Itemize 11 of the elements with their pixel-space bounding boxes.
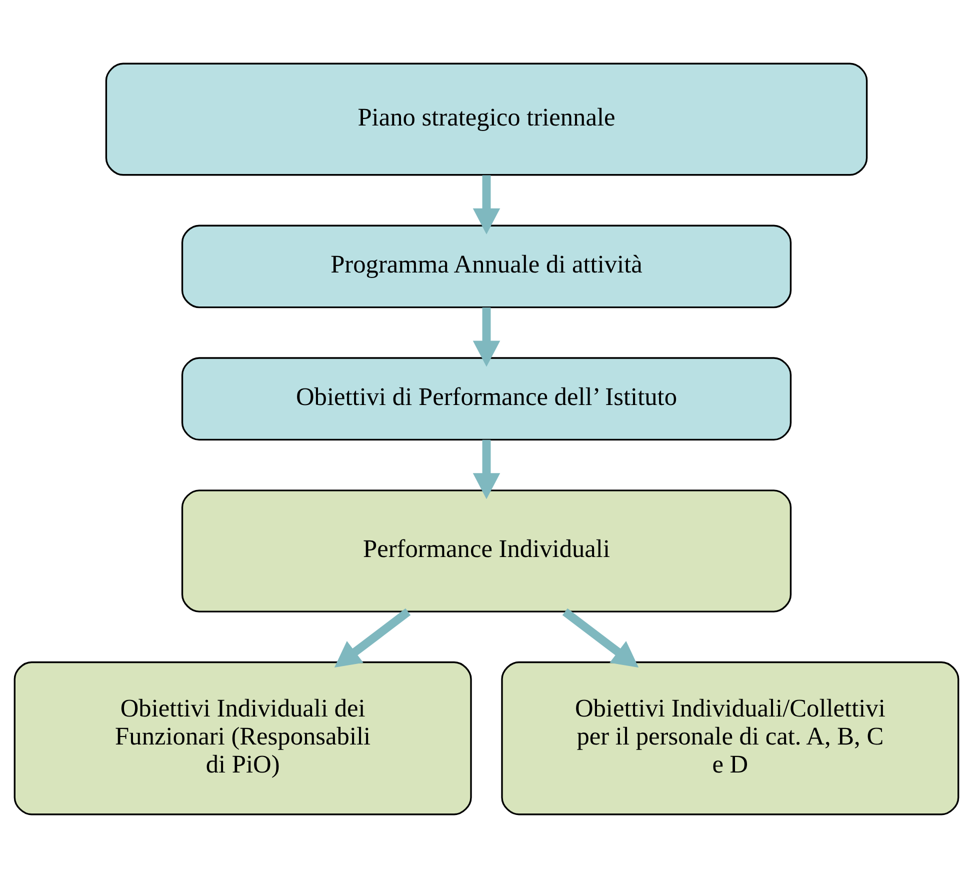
arrow — [472, 440, 500, 500]
node-box: Piano strategico triennale — [104, 62, 868, 176]
node-box: Performance Individuali — [180, 490, 792, 612]
arrow — [562, 608, 638, 668]
arrow — [472, 307, 500, 367]
node-box: Programma Annuale di attività — [180, 224, 792, 308]
node-box: Obiettivi Individuali/Collettivi per il personale di cat. A, B, C e D — [500, 661, 959, 816]
arrow — [334, 608, 410, 668]
node-box: Obiettivi Individuali dei Funzionari (Responsabili di PiO) — [13, 661, 472, 816]
arrow — [472, 175, 500, 234]
node-box: Obiettivi di Performance dell’ Istituto — [180, 357, 792, 441]
